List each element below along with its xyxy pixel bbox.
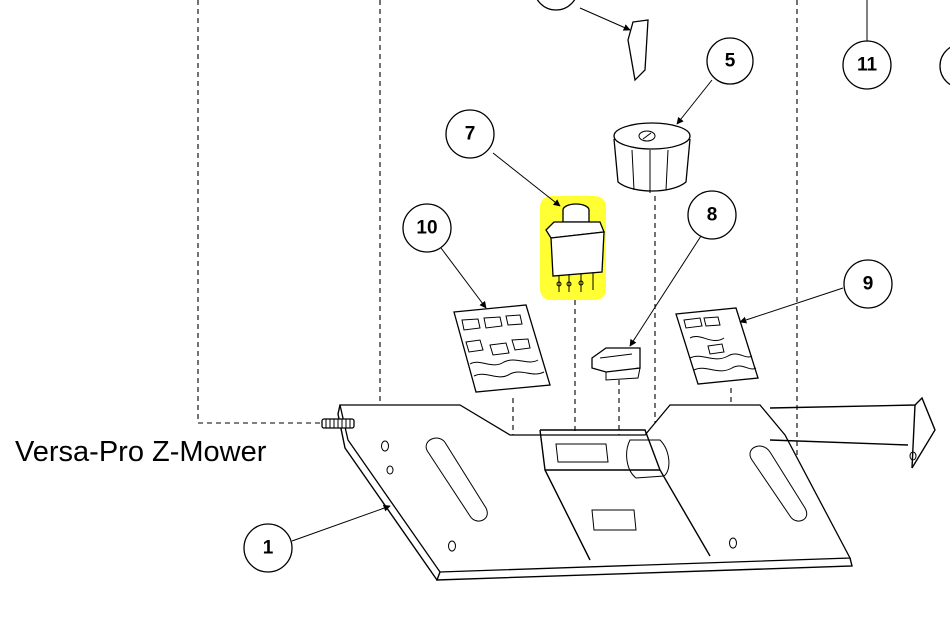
callout-11-label: 11: [857, 55, 878, 76]
base-plate: [337, 396, 936, 581]
callout-5: 5: [706, 37, 754, 85]
bolt: [321, 418, 355, 429]
pto-switch-part-7: [540, 196, 606, 300]
callout-1: 1: [243, 523, 293, 573]
diagram-title: Versa-Pro Z-Mower: [15, 436, 267, 468]
callout-10: 10: [402, 203, 452, 253]
callout-9: 9: [843, 259, 893, 309]
small-plate-part: [627, 19, 649, 82]
holder-part-8: [591, 347, 641, 381]
callout-11: 11: [842, 40, 892, 90]
callout-7-label: 7: [465, 124, 476, 145]
knob-part-5: [613, 122, 691, 193]
callout-5-label: 5: [725, 51, 736, 72]
decal-part-10: [453, 304, 551, 393]
callout-9-label: 9: [863, 274, 874, 295]
callout-circle-partial: [536, 0, 576, 11]
callout-1-label: 1: [263, 538, 274, 559]
callout-circles: 5 11 7 8 10 9 1: [243, 0, 950, 573]
callout-10-label: 10: [416, 218, 437, 239]
callout-8-label: 8: [707, 205, 718, 226]
callout-8: 8: [687, 190, 737, 240]
callout-circle-edge: [939, 46, 950, 86]
callout-leaders: [291, 0, 868, 542]
decal-part-9: [675, 307, 759, 385]
callout-7: 7: [445, 109, 495, 159]
